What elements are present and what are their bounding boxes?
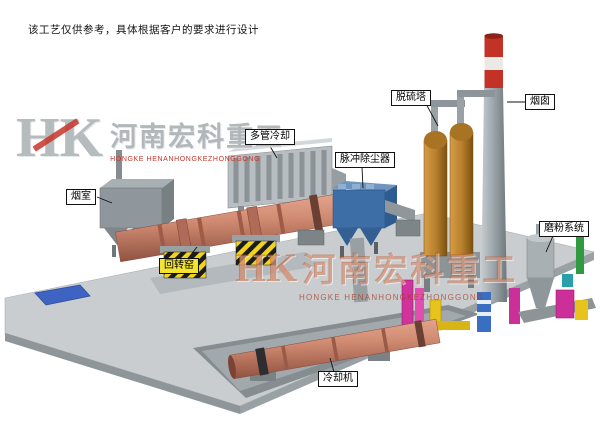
disclaimer-note: 该工艺仅供参考，具体根据客户的要求进行设计 — [28, 24, 259, 36]
label-smoke-chamber: 烟室 — [66, 189, 96, 205]
label-desulfurization-tower: 脱硫塔 — [391, 90, 431, 106]
blue-pad — [34, 284, 91, 306]
chimney — [481, 33, 507, 302]
cooling-machine — [228, 318, 441, 381]
process-piping — [349, 237, 520, 332]
multi-tube-cooler — [227, 138, 346, 222]
desulfurization-towers — [420, 90, 495, 292]
label-pulse-dust-collector: 脉冲除尘器 — [335, 152, 395, 168]
label-chimney: 烟囱 — [525, 94, 555, 110]
label-grinding-system: 磨粉系统 — [539, 221, 589, 237]
rotary-kiln — [115, 193, 343, 294]
label-cooling-machine: 冷却机 — [318, 371, 358, 387]
label-multi-tube-cooler: 多管冷却 — [245, 129, 295, 145]
label-rotary-kiln: 回转窑 — [159, 258, 199, 274]
pulse-dust-collector — [332, 181, 421, 258]
